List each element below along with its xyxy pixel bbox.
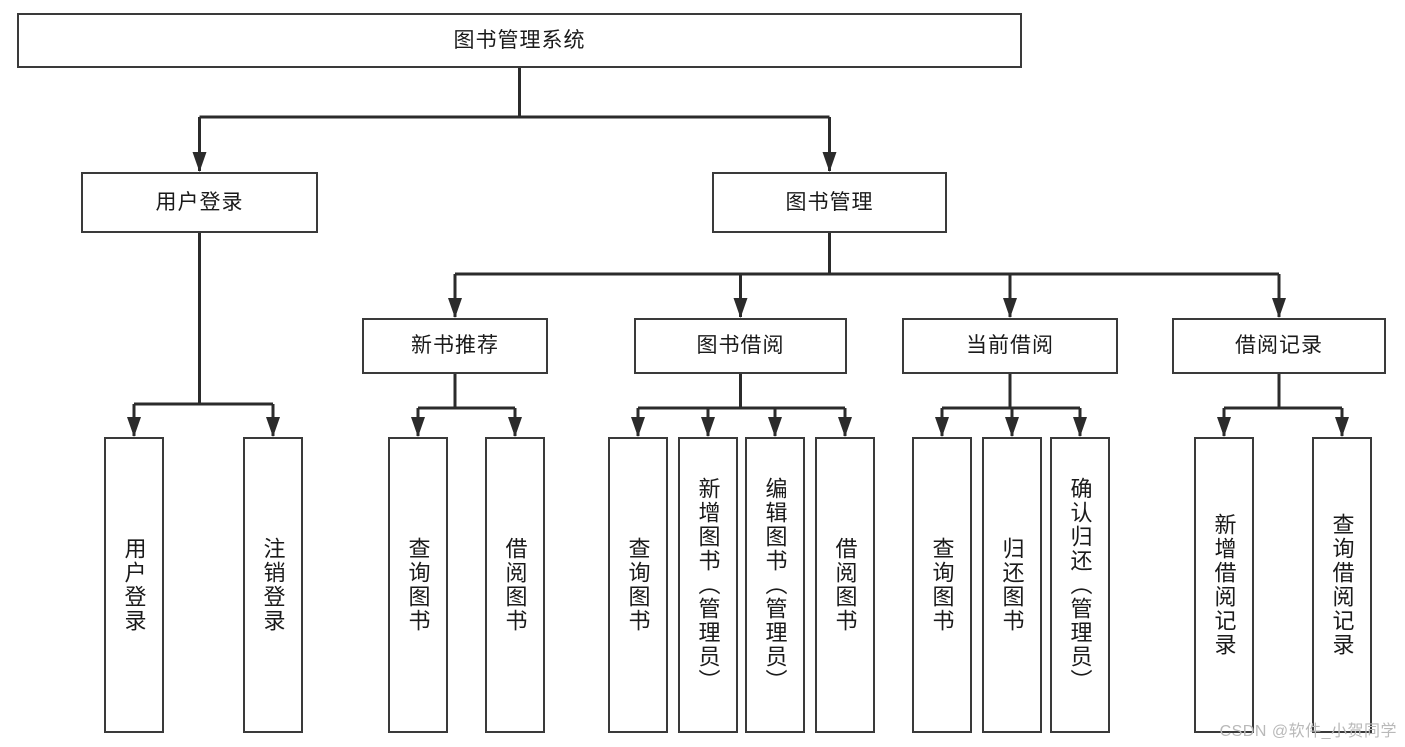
node-label: 图书管理: [785, 190, 874, 214]
node-leaf-query-book-1[interactable]: 查询图书: [388, 437, 448, 733]
node-label: 图书管理系统: [453, 28, 586, 52]
node-leaf-borrow-book-1[interactable]: 借阅图书: [485, 437, 545, 733]
arrow-head-icon: [631, 417, 645, 437]
node-current-borrow[interactable]: 当前借阅: [902, 318, 1118, 374]
node-leaf-logout[interactable]: 注销登录: [243, 437, 303, 733]
node-label: 用户登录: [155, 190, 244, 214]
node-label: 新增图书（管理员）: [695, 477, 721, 693]
arrow-head-icon: [733, 298, 748, 318]
node-label: 查询图书: [405, 537, 431, 633]
node-borrow-record[interactable]: 借阅记录: [1172, 318, 1386, 374]
node-leaf-edit-book[interactable]: 编辑图书（管理员）: [745, 437, 805, 733]
arrow-head-icon: [1335, 417, 1349, 437]
arrow-head-icon: [701, 417, 715, 437]
node-label: 查询图书: [929, 537, 955, 633]
arrow-head-icon: [935, 417, 949, 437]
node-book-borrow[interactable]: 图书借阅: [634, 318, 847, 374]
node-book-manage[interactable]: 图书管理: [712, 172, 947, 233]
node-label: 查询图书: [625, 537, 651, 633]
node-label: 当前借阅: [966, 334, 1054, 358]
node-label: 确认归还（管理员）: [1067, 477, 1093, 693]
node-label: 新增借阅记录: [1211, 513, 1237, 657]
arrow-head-icon: [1272, 298, 1286, 318]
node-leaf-confirm-return[interactable]: 确认归还（管理员）: [1050, 437, 1110, 733]
arrow-head-icon: [768, 417, 782, 437]
arrow-head-icon: [508, 417, 522, 437]
node-leaf-query-book-3[interactable]: 查询图书: [912, 437, 972, 733]
arrow-head-icon: [1005, 417, 1019, 437]
node-leaf-user-login[interactable]: 用户登录: [104, 437, 164, 733]
node-label: 编辑图书（管理员）: [762, 477, 788, 693]
node-label: 注销登录: [260, 537, 286, 633]
node-leaf-add-book[interactable]: 新增图书（管理员）: [678, 437, 738, 733]
arrow-head-icon: [822, 152, 837, 172]
arrow-head-icon: [1073, 417, 1087, 437]
csdn-watermark: CSDN @软件_小贺同学: [1219, 723, 1397, 740]
arrow-head-icon: [266, 417, 280, 437]
arrow-head-icon: [1217, 417, 1231, 437]
node-leaf-query-book-2[interactable]: 查询图书: [608, 437, 668, 733]
node-label: 新书推荐: [411, 334, 499, 358]
node-label: 借阅记录: [1235, 334, 1323, 358]
arrow-head-icon: [448, 298, 462, 318]
node-user-login[interactable]: 用户登录: [81, 172, 318, 233]
node-leaf-query-record[interactable]: 查询借阅记录: [1312, 437, 1372, 733]
arrow-head-icon: [1003, 298, 1017, 318]
node-label: 查询借阅记录: [1329, 513, 1355, 657]
arrow-head-icon: [411, 417, 425, 437]
node-leaf-add-record[interactable]: 新增借阅记录: [1194, 437, 1254, 733]
node-leaf-borrow-book-2[interactable]: 借阅图书: [815, 437, 875, 733]
arrow-head-icon: [838, 417, 852, 437]
node-label: 归还图书: [999, 537, 1025, 633]
root-node-book-management-system[interactable]: 图书管理系统: [17, 13, 1022, 68]
node-label: 借阅图书: [832, 537, 858, 633]
node-label: 用户登录: [121, 537, 147, 633]
arrow-head-icon: [192, 152, 207, 172]
node-label: 图书借阅: [696, 334, 785, 358]
node-new-book-rec[interactable]: 新书推荐: [362, 318, 548, 374]
arrow-head-icon: [127, 417, 141, 437]
node-label: 借阅图书: [502, 537, 528, 633]
node-leaf-return-book[interactable]: 归还图书: [982, 437, 1042, 733]
